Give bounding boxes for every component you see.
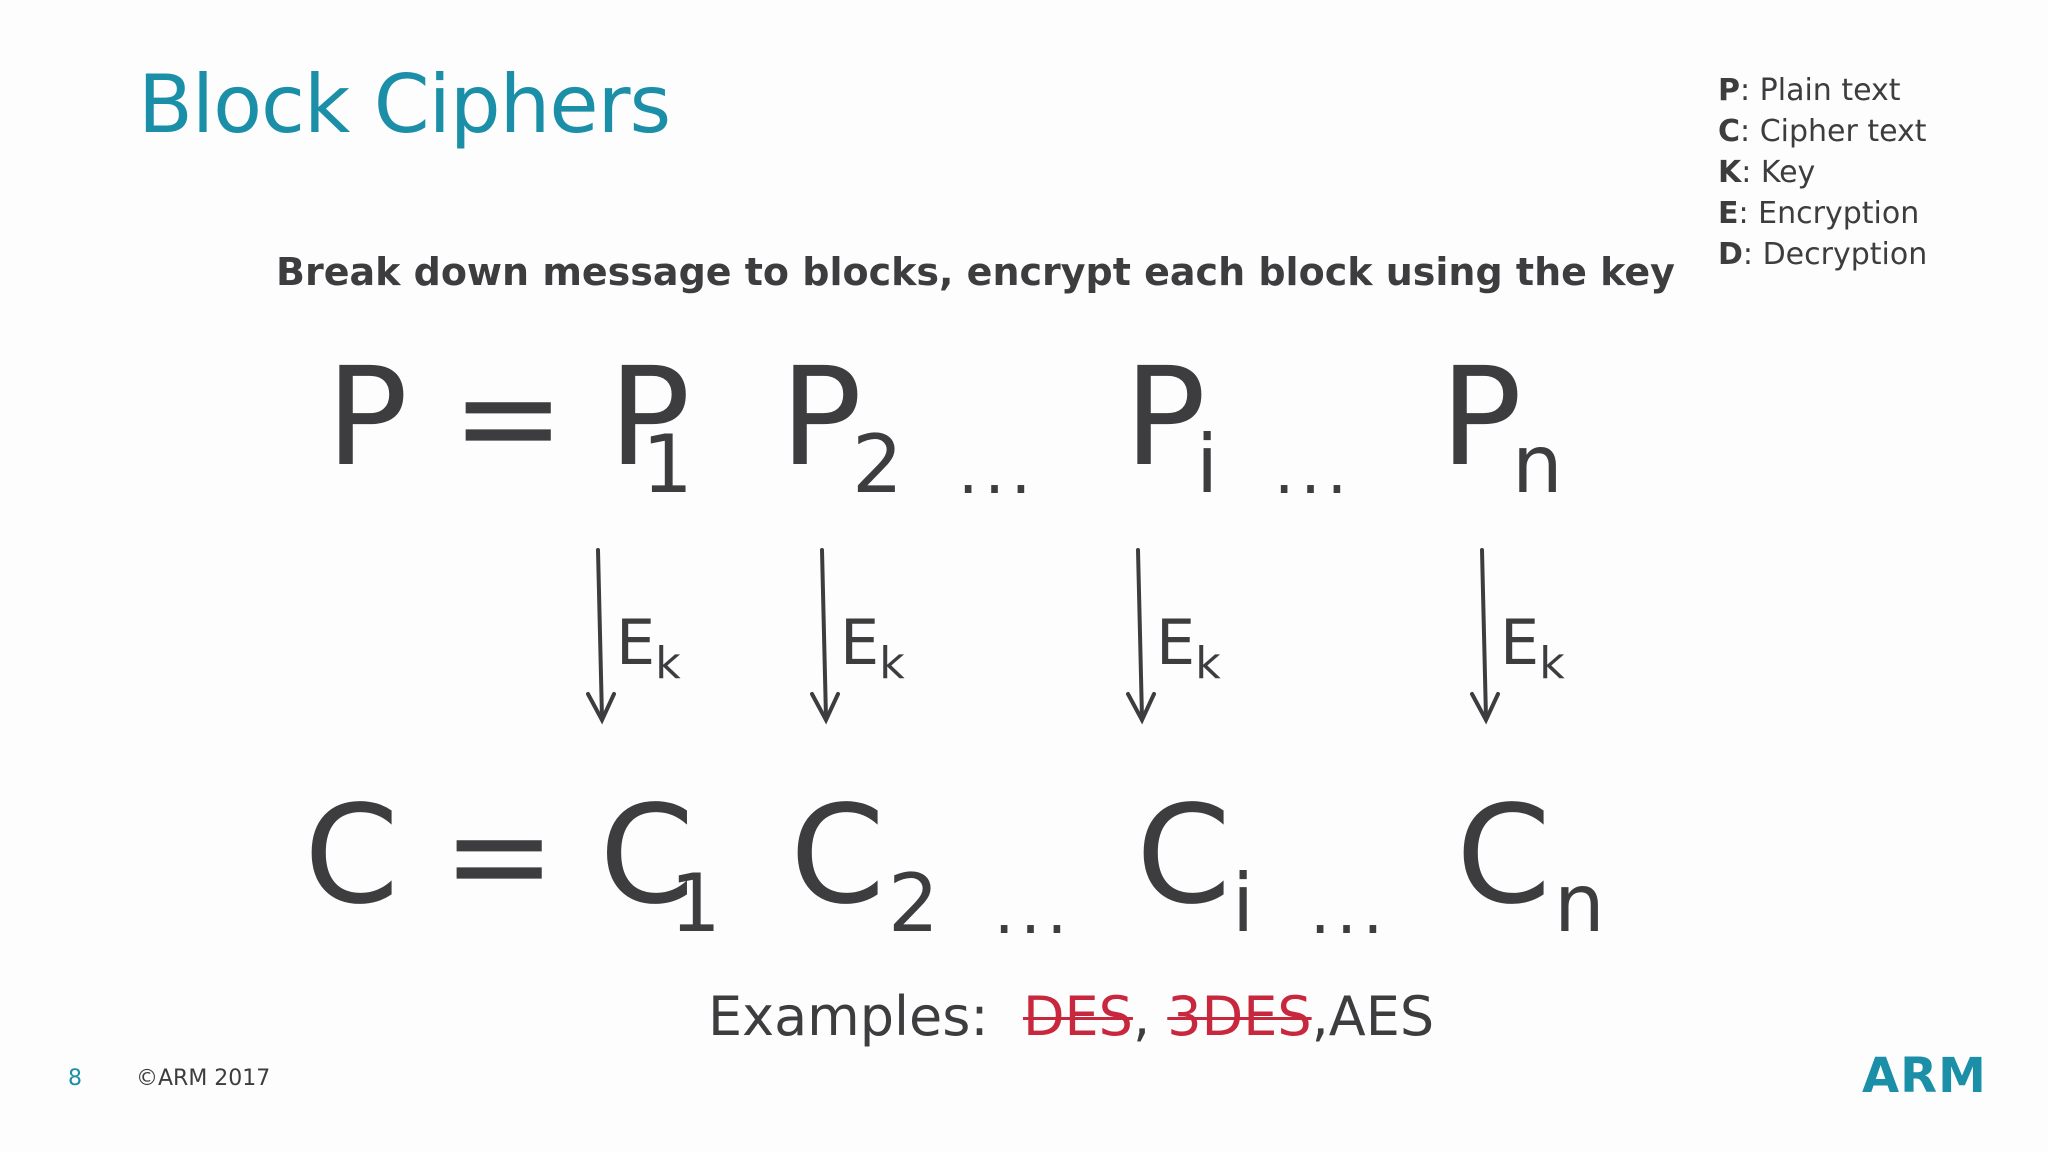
arrow-label-main: E [616, 606, 656, 679]
arrow-n-head [1470, 692, 1500, 725]
examples-comma: , [1132, 985, 1151, 1048]
copyright: ©ARM 2017 [136, 1066, 271, 1091]
examples-comma: , [1311, 985, 1329, 1048]
plain-subscript-2: 2 [852, 418, 903, 511]
arrow-i [1136, 548, 1144, 720]
legend-sep: : [1740, 73, 1760, 108]
legend-row-decryption: D: Decryption [1718, 234, 1927, 275]
arrow-1-head [586, 692, 616, 725]
cipher-ellipsis-2: ... [1310, 875, 1390, 949]
cipher-block-n: C [1456, 777, 1551, 935]
cipher-subscript-2: 2 [888, 857, 939, 950]
legend-key: P [1718, 73, 1740, 108]
arrow-label-main: E [1500, 606, 1540, 679]
example-des-struck: DES [1022, 985, 1133, 1048]
arrow-n [1480, 548, 1488, 720]
arm-logo: ARM [1862, 1048, 1987, 1104]
cipher-block-2: C [790, 777, 885, 935]
legend-text: Decryption [1762, 237, 1928, 272]
plain-ellipsis-2: ... [1274, 435, 1354, 509]
plain-lhs: P = P [326, 339, 691, 497]
plain-block-i: P [1124, 339, 1207, 497]
arrow-2 [820, 548, 828, 720]
legend-key: D [1718, 237, 1743, 272]
cipher-lhs: C = C [304, 777, 695, 935]
legend-text: Key [1760, 155, 1816, 190]
examples-label: Examples: [708, 985, 989, 1048]
arrow-2-head [810, 692, 840, 725]
cipher-subscript-1: 1 [670, 857, 721, 950]
legend-text: Encryption [1758, 196, 1920, 231]
legend-row-cipher: C: Cipher text [1718, 111, 1927, 152]
examples-line: Examples: DES, 3DES,AES [708, 985, 1434, 1048]
legend-sep: : [1738, 196, 1759, 231]
legend-text: Plain text [1759, 73, 1901, 108]
plain-block-2: P [780, 339, 863, 497]
arrow-1 [596, 548, 604, 720]
slide-subtitle: Break down message to blocks, encrypt ea… [276, 250, 1675, 294]
legend-sep: : [1742, 237, 1763, 272]
legend-sep: : [1740, 114, 1760, 149]
arrow-label-i: Ek [1156, 612, 1221, 686]
arrow-label-1: Ek [616, 612, 681, 686]
arrow-label-sub: k [1195, 638, 1221, 689]
legend-sep: : [1741, 155, 1761, 190]
plain-ellipsis-1: ... [958, 435, 1038, 509]
arrow-label-sub: k [1539, 638, 1565, 689]
page-number: 8 [68, 1066, 82, 1091]
arrow-label-main: E [840, 606, 880, 679]
cipher-ellipsis-1: ... [994, 875, 1074, 949]
legend-row-encryption: E: Encryption [1718, 193, 1927, 234]
arrow-i-head [1126, 692, 1156, 725]
arrow-label-main: E [1156, 606, 1196, 679]
arrow-label-sub: k [655, 638, 681, 689]
cipher-subscript-n: n [1554, 857, 1605, 950]
legend-row-key: K: Key [1718, 152, 1927, 193]
example-3des-struck: 3DES [1167, 985, 1312, 1048]
plain-subscript-n: n [1512, 418, 1563, 511]
arrow-label-2: Ek [840, 612, 905, 686]
cipher-subscript-i: i [1232, 857, 1255, 950]
legend: P: Plain text C: Cipher text K: Key E: E… [1718, 70, 1927, 275]
legend-text: Cipher text [1759, 114, 1927, 149]
cipher-block-i: C [1136, 777, 1231, 935]
arrow-label-n: Ek [1500, 612, 1565, 686]
plain-subscript-1: 1 [642, 418, 693, 511]
legend-key: E [1718, 196, 1739, 231]
legend-key: K [1718, 155, 1742, 190]
plain-block-n: P [1440, 339, 1523, 497]
legend-key: C [1718, 114, 1741, 149]
example-aes: AES [1328, 985, 1435, 1048]
slide-title: Block Ciphers [138, 58, 671, 151]
plain-subscript-i: i [1196, 418, 1219, 511]
legend-row-plain: P: Plain text [1718, 70, 1927, 111]
arrow-label-sub: k [879, 638, 905, 689]
